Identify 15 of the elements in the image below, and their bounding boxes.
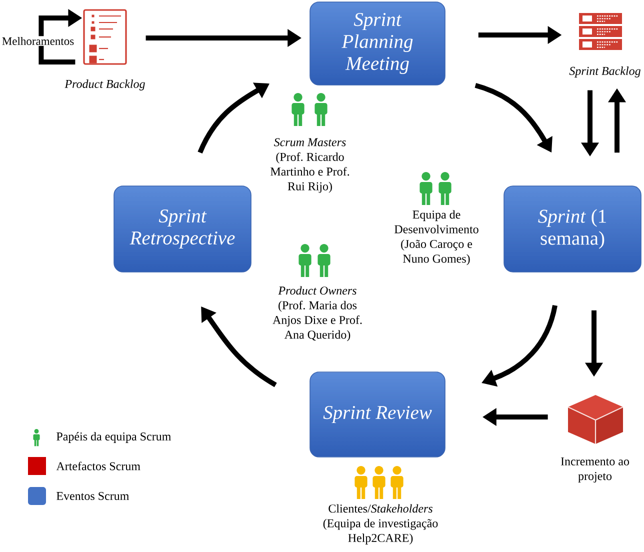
role-caption: Equipa de Desenvolvimento (João Caroço e Nuno Gomes) [394, 210, 478, 266]
legend-text: Papéis da equipa Scrum [56, 432, 171, 443]
edge-label: Melhoramentos [1, 36, 75, 46]
role-caption: Clientes/Stakeholders (Equipa de investigação Help2CARE) [323, 504, 438, 544]
process-box: Sprint Retrospective [114, 186, 252, 272]
role-caption: Scrum Masters (Prof. Ricardo Martinho e Prof. Rui Rijo) [270, 138, 350, 193]
process-box: Sprint Planning Meeting [310, 2, 446, 86]
role-caption: Product Owners (Prof. Maria dos Anjos Dixe e Prof. Ana Querido) [272, 286, 362, 342]
legend-text: Artefactos Scrum [56, 462, 140, 470]
icon-caption: Incremento ao projeto [560, 457, 630, 483]
legend-text: Eventos Scrum [56, 492, 129, 500]
process-box: Sprint Review [310, 372, 446, 458]
process-box: Sprint (1 semana) [504, 186, 642, 272]
icon-caption: Sprint Backlog [569, 66, 640, 78]
icon-caption: Product Backlog [64, 80, 145, 90]
